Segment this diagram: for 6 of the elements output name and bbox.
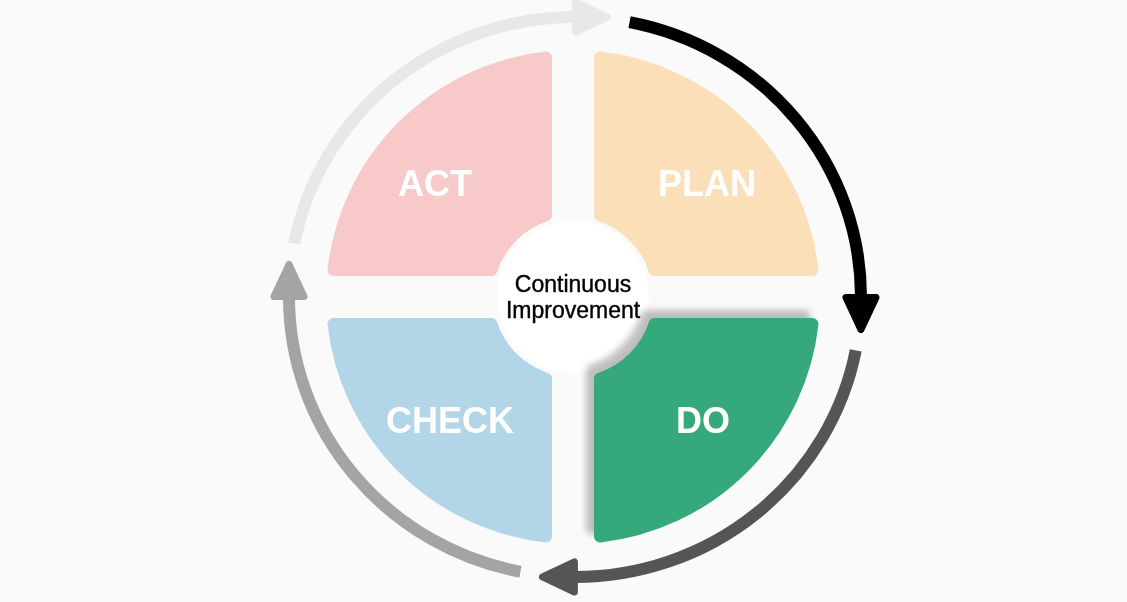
phase-label: CHECK xyxy=(386,403,514,439)
phase-label: DO xyxy=(676,403,730,439)
center-label: Continuous Improvement xyxy=(504,271,642,323)
quadrant-shape xyxy=(594,50,820,276)
quadrant-shape xyxy=(326,50,552,276)
phase-label: PLAN xyxy=(658,166,756,202)
